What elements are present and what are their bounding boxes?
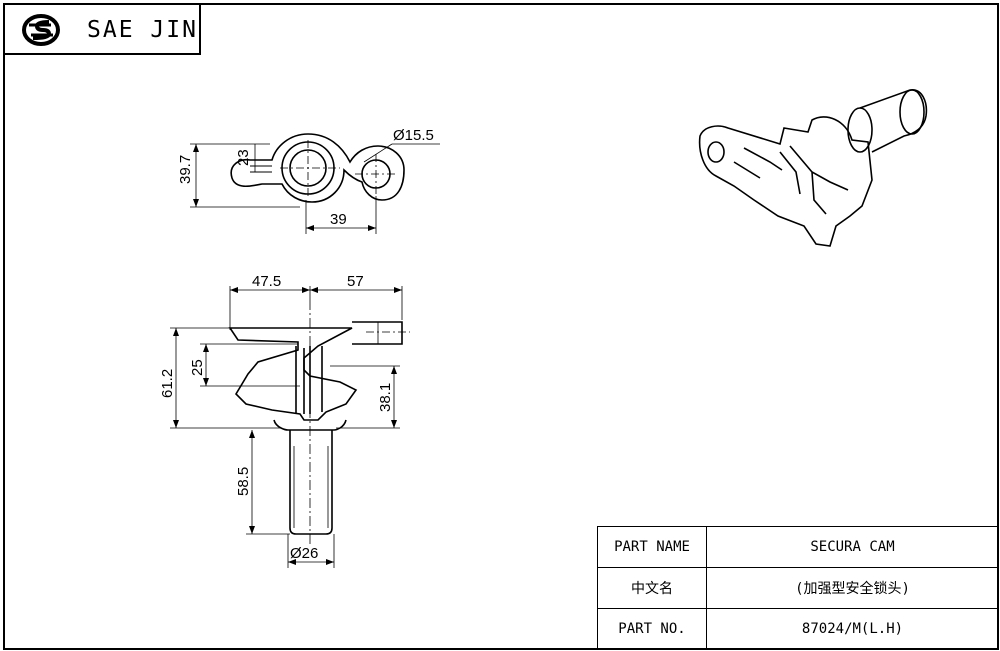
value-part-name: SECURA CAM [706,526,999,568]
drawing-frame [3,3,999,650]
dim-hole-dia: Ø15.5 [393,127,434,144]
value-chinese-name: (加强型安全锁头) [706,567,999,609]
dim-right-width: 57 [347,273,364,290]
dim-stem-length: 58.5 [235,467,252,496]
dim-stem-dia: Ø26 [290,545,318,562]
brand-logo-icon [22,14,60,46]
value-part-no: 87024/M(L.H) [706,608,999,650]
dim-lower-height: 38.1 [377,383,394,412]
top-view [230,133,405,203]
dim-pitch: 39 [330,211,347,228]
dim-total-height: 61.2 [159,369,176,398]
title-row-chinese-name: 中文名 (加强型安全锁头) [597,567,999,609]
dim-slot: 23 [235,149,252,166]
title-row-part-name: PART NAME SECURA CAM [597,526,999,568]
label-part-no: PART NO. [597,608,707,650]
iso-view [698,89,928,247]
title-block: PART NAME SECURA CAM 中文名 (加强型安全锁头) PART … [597,526,999,650]
title-row-part-no: PART NO. 87024/M(L.H) [597,608,999,650]
logo-box: SAE JIN [3,3,201,55]
brand-name: SAE JIN [87,17,198,43]
label-part-name: PART NAME [597,526,707,568]
dim-left-width: 47.5 [252,273,281,290]
label-chinese-name: 中文名 [597,567,707,609]
front-view [228,300,410,545]
dim-groove: 25 [189,359,206,376]
dim-height: 39.7 [177,155,194,184]
dimension-labels: Ø15.5 39.7 23 39 47.5 57 61.2 25 38.1 58… [159,127,434,562]
